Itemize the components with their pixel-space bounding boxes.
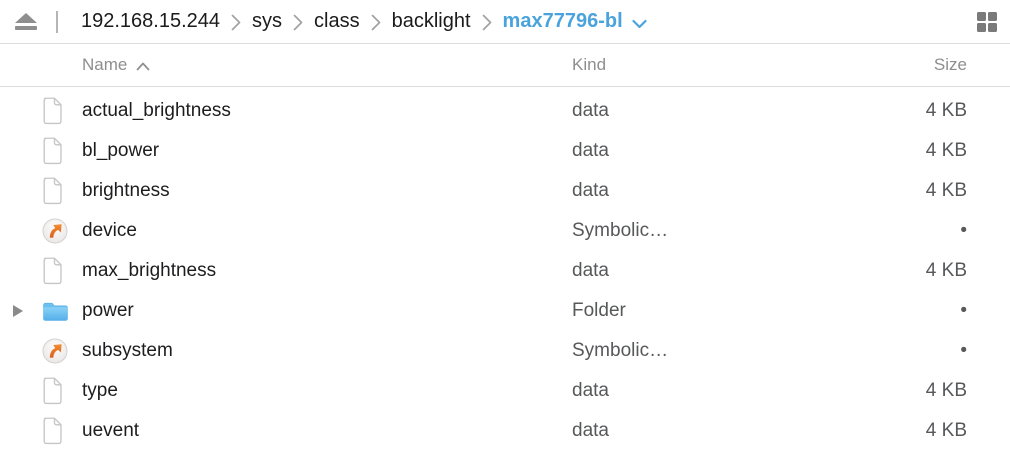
file-name: device [82, 220, 137, 241]
file-icon-cell [36, 97, 82, 125]
file-name: brightness [82, 180, 170, 201]
file-name: uevent [82, 420, 140, 441]
breadcrumb-item-host[interactable]: 192.168.15.244 [81, 10, 221, 32]
chevron-down-icon [632, 19, 647, 29]
file-name: max_brightness [82, 260, 217, 281]
table-row[interactable]: type data 4 KB [0, 371, 1010, 411]
table-row[interactable]: subsystem Symbolic… • [0, 331, 1010, 371]
file-size: 4 KB [925, 380, 967, 401]
document-icon [43, 417, 62, 445]
file-name: power [82, 300, 134, 321]
grid-view-icon[interactable] [977, 11, 997, 32]
file-icon-cell [36, 417, 82, 445]
file-size: • [960, 220, 967, 241]
table-header: Name Kind Size [0, 44, 1010, 87]
breadcrumb-item-sys[interactable]: sys [252, 10, 283, 32]
breadcrumb-current[interactable]: max77796-bl [503, 10, 647, 33]
symlink-arrow-icon [42, 218, 68, 244]
file-size: 4 KB [925, 100, 967, 121]
chevron-right-icon [231, 14, 241, 31]
table-row[interactable]: brightness data 4 KB [0, 171, 1010, 211]
document-icon [43, 257, 62, 285]
file-kind: Symbolic… [572, 220, 669, 241]
file-icon-cell [36, 137, 82, 165]
toolbar-divider [56, 10, 58, 33]
disclosure-cell [0, 145, 36, 157]
disclosure-cell [0, 225, 36, 237]
breadcrumb-item-class[interactable]: class [314, 10, 360, 32]
document-icon [43, 137, 62, 165]
breadcrumb-current-label: max77796-bl [502, 10, 623, 32]
file-icon-cell [36, 301, 82, 322]
file-size: • [960, 300, 967, 321]
table-row[interactable]: actual_brightness data 4 KB [0, 91, 1010, 131]
file-size: 4 KB [925, 180, 967, 201]
folder-icon [43, 302, 68, 321]
column-header-size[interactable]: Size [933, 55, 967, 74]
symlink-arrow-icon [42, 338, 68, 364]
toolbar: 192.168.15.244 sys class backlight max77… [0, 0, 1010, 44]
table-row[interactable]: bl_power data 4 KB [0, 131, 1010, 171]
eject-button[interactable] [13, 12, 39, 31]
document-icon [43, 177, 62, 205]
file-name: subsystem [82, 340, 173, 361]
file-name: actual_brightness [82, 100, 231, 121]
file-name: bl_power [82, 140, 160, 161]
disclosure-cell [0, 305, 36, 317]
file-icon-cell [36, 218, 82, 244]
table-row[interactable]: device Symbolic… • [0, 211, 1010, 251]
disclosure-cell [0, 265, 36, 277]
file-kind: Folder [572, 300, 626, 321]
table-row[interactable]: power Folder • [0, 291, 1010, 331]
file-kind: data [572, 380, 609, 401]
file-kind: data [572, 260, 609, 281]
document-icon [43, 97, 62, 125]
file-icon-cell [36, 257, 82, 285]
disclosure-triangle[interactable] [13, 305, 23, 317]
disclosure-cell [0, 185, 36, 197]
file-size: 4 KB [925, 140, 967, 161]
disclosure-cell [0, 345, 36, 357]
column-header-name-label: Name [82, 55, 128, 74]
file-kind: data [572, 140, 609, 161]
chevron-right-icon [293, 14, 303, 31]
disclosure-cell [0, 105, 36, 117]
file-kind: Symbolic… [572, 340, 669, 361]
file-kind: data [572, 100, 609, 121]
file-kind: data [572, 420, 609, 441]
file-kind: data [572, 180, 609, 201]
table-row[interactable]: max_brightness data 4 KB [0, 251, 1010, 291]
table-row[interactable]: uevent data 4 KB [0, 411, 1010, 451]
chevron-right-icon [371, 14, 381, 31]
chevron-up-icon [136, 62, 150, 71]
file-icon-cell [36, 338, 82, 364]
file-list: actual_brightness data 4 KB bl_power dat… [0, 87, 1010, 451]
breadcrumb-item-backlight[interactable]: backlight [391, 10, 471, 32]
file-name: type [82, 380, 118, 401]
column-header-name[interactable]: Name [0, 55, 572, 75]
eject-icon [15, 13, 37, 30]
column-header-kind[interactable]: Kind [572, 55, 607, 74]
file-size: • [960, 340, 967, 361]
file-size: 4 KB [925, 260, 967, 281]
breadcrumb: 192.168.15.244 sys class backlight max77… [81, 10, 647, 33]
chevron-right-icon [482, 14, 492, 31]
file-size: 4 KB [925, 420, 967, 441]
document-icon [43, 377, 62, 405]
file-icon-cell [36, 377, 82, 405]
disclosure-cell [0, 385, 36, 397]
disclosure-cell [0, 425, 36, 437]
file-icon-cell [36, 177, 82, 205]
